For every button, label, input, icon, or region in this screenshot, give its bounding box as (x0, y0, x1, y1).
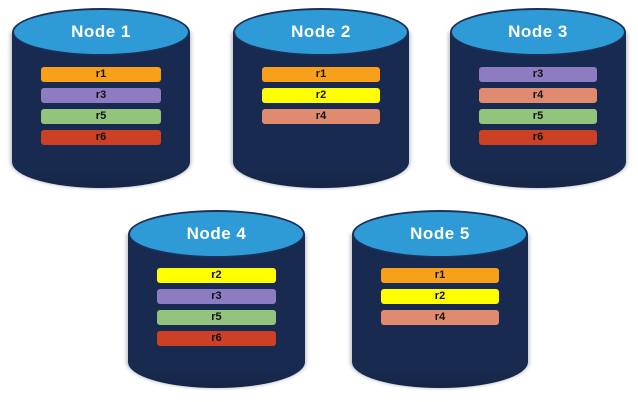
replica-bar[interactable]: r2 (381, 289, 499, 304)
replica-bar[interactable]: r4 (381, 310, 499, 325)
replica-list: r1 r2 r4 (352, 268, 528, 325)
replica-bar[interactable]: r3 (41, 88, 161, 103)
replica-list: r1 r2 r4 (233, 67, 409, 124)
replica-list: r2 r3 r5 r6 (128, 268, 305, 346)
replica-bar[interactable]: r3 (479, 67, 597, 82)
replica-bar[interactable]: r6 (479, 130, 597, 145)
replica-bar[interactable]: r5 (41, 109, 161, 124)
node-cylinder-2[interactable]: Node 2 r1 r2 r4 (233, 8, 409, 188)
replica-bar[interactable]: r1 (381, 268, 499, 283)
replica-bar[interactable]: r6 (157, 331, 276, 346)
cylinder-top (12, 8, 190, 56)
cylinder-top (352, 210, 528, 258)
replica-list: r3 r4 r5 r6 (450, 67, 626, 145)
node-cylinder-5[interactable]: Node 5 r1 r2 r4 (352, 210, 528, 388)
replica-bar[interactable]: r6 (41, 130, 161, 145)
replica-bar[interactable]: r1 (262, 67, 380, 82)
replica-bar[interactable]: r2 (157, 268, 276, 283)
node-cylinder-4[interactable]: Node 4 r2 r3 r5 r6 (128, 210, 305, 388)
replica-bar[interactable]: r3 (157, 289, 276, 304)
cylinder-top (128, 210, 305, 258)
node-cylinder-1[interactable]: Node 1 r1 r3 r5 r6 (12, 8, 190, 188)
replica-bar[interactable]: r5 (157, 310, 276, 325)
replica-bar[interactable]: r4 (479, 88, 597, 103)
cylinder-top (450, 8, 626, 56)
replica-bar[interactable]: r4 (262, 109, 380, 124)
replica-bar[interactable]: r2 (262, 88, 380, 103)
replica-bar[interactable]: r1 (41, 67, 161, 82)
node-cylinder-3[interactable]: Node 3 r3 r4 r5 r6 (450, 8, 626, 188)
cylinder-top (233, 8, 409, 56)
replica-bar[interactable]: r5 (479, 109, 597, 124)
replica-list: r1 r3 r5 r6 (12, 67, 190, 145)
